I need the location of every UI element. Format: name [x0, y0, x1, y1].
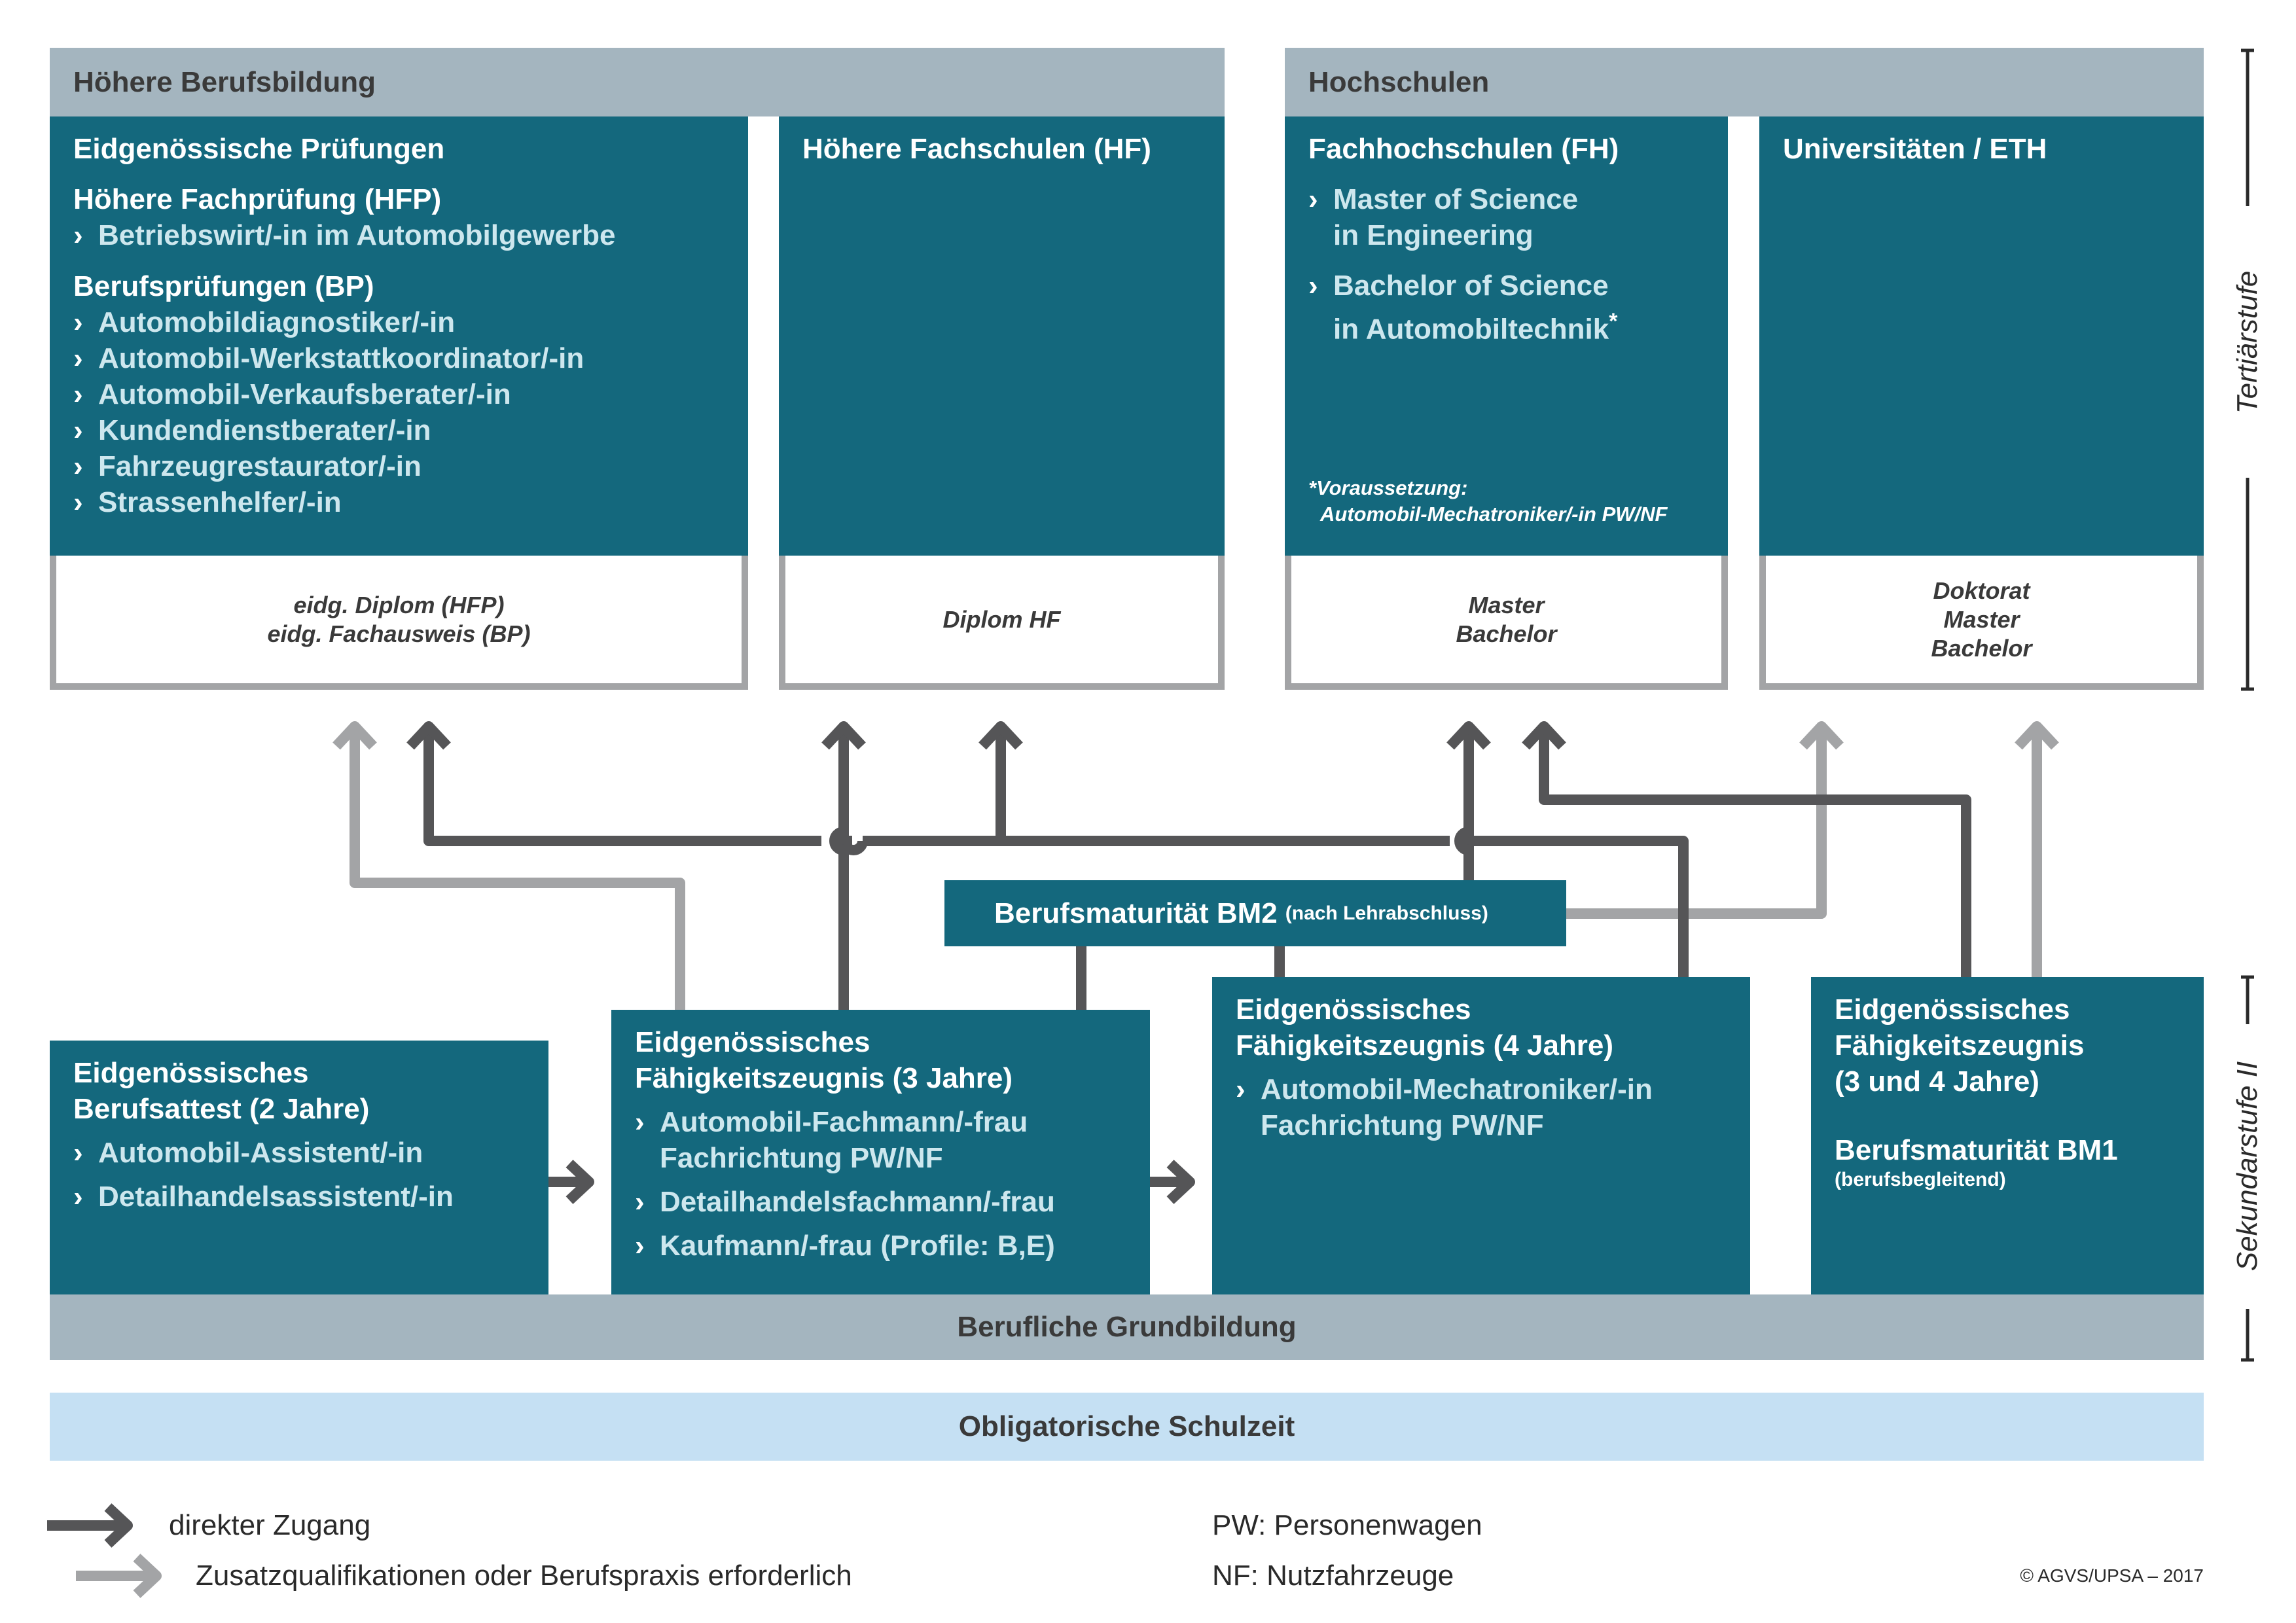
efz34-title: (3 und 4 Jahre)	[1835, 1065, 2039, 1097]
label-tertiaer-wrap: Tertiärstufe	[2117, 271, 2296, 414]
box-eidg-pruefungen: Eidgenössische Prüfungen Höhere Fachprüf…	[50, 116, 748, 556]
box-eba: Eidgenössisches Berufsattest (2 Jahre) ›…	[50, 1041, 548, 1294]
bm1-title: Berufsmaturität BM1	[1835, 1134, 2118, 1166]
efz34-title: Fähigkeitszeugnis	[1835, 1029, 2085, 1061]
arrowhead-bp	[406, 721, 451, 750]
bm2-suffix: (nach Lehrabschluss)	[1285, 902, 1488, 924]
label-sekundar-wrap: Sekundarstufe II	[2117, 1061, 2296, 1271]
arrowhead-hf1	[821, 721, 866, 750]
eba-item: ›Detailhandelsassistent/-in	[73, 1181, 454, 1213]
efz3-item: ›Kaufmann/-frau (Profile: B,E)	[635, 1230, 1055, 1262]
legend-additional: Zusatzqualifikationen oder Berufspraxis …	[196, 1560, 852, 1592]
grundbildung-label: Berufliche Grundbildung	[957, 1311, 1297, 1343]
diploma-line: eidg. Fachausweis (BP)	[267, 620, 531, 647]
bracket-sek-top	[2241, 975, 2254, 1024]
efz4-title: Eidgenössisches	[1236, 993, 1471, 1026]
efz3-title: Eidgenössisches	[635, 1026, 870, 1058]
hfp-title: Höhere Fachprüfung (HFP)	[73, 183, 442, 215]
diploma-line: Bachelor	[1931, 634, 2032, 662]
box-efz-bm1: Eidgenössisches Fähigkeitszeugnis (3 und…	[1811, 977, 2204, 1294]
diploma-fh: Master Bachelor	[1285, 556, 1728, 690]
legend-direct: direkter Zugang	[169, 1509, 371, 1541]
arrow-hline-left	[423, 726, 821, 846]
arrowhead-hf2	[978, 721, 1023, 750]
arrowhead-uni1	[1799, 721, 1844, 750]
efz3-item: ›Detailhandelsfachmann/-frau	[635, 1186, 1055, 1218]
eba-item: ›Automobil-Assistent/-in	[73, 1137, 423, 1169]
legend-nf: NF: Nutzfahrzeuge	[1212, 1560, 1454, 1592]
bp-title: Berufsprüfungen (BP)	[73, 270, 374, 302]
diploma-line: Doktorat	[1933, 577, 2030, 604]
hfp-item: ›Betriebswirt/-in im Automobilgewerbe	[73, 219, 616, 251]
diploma-line: Master	[1943, 605, 2020, 633]
label-tertiaerstufe: Tertiärstufe	[2231, 270, 2263, 414]
arrowhead-bp-light	[332, 721, 377, 750]
diploma-line: Bachelor	[1456, 620, 1557, 647]
label-sekundarstufe: Sekundarstufe II	[2231, 1061, 2263, 1272]
box-efz-4: Eidgenössisches Fähigkeitszeugnis (4 Jah…	[1212, 977, 1750, 1294]
fh-note-line: Automobil-Mechatroniker/-in PW/NF	[1320, 503, 1668, 526]
bar-obligatorische-schulzeit: Obligatorische Schulzeit	[50, 1393, 2204, 1461]
bp-item: ›Fahrzeugrestaurator/-in	[73, 450, 422, 482]
bp-item: ›Strassenhelfer/-in	[73, 486, 342, 518]
arrowhead-efz4	[1166, 1160, 1195, 1204]
efz4-title: Fähigkeitszeugnis (4 Jahre)	[1236, 1029, 1614, 1061]
diploma-hf: Diplom HF	[779, 556, 1225, 690]
box-efz-3: Eidgenössisches Fähigkeitszeugnis (3 Jah…	[611, 1010, 1150, 1294]
bar-berufliche-grundbildung: Berufliche Grundbildung	[50, 1294, 2204, 1360]
copyright: © AGVS/UPSA – 2017	[2020, 1565, 2204, 1586]
diploma-eidg: eidg. Diplom (HFP) eidg. Fachausweis (BP…	[50, 556, 748, 690]
arrow-efz34-to-fh	[1539, 726, 1971, 977]
eba-title: Berufsattest (2 Jahre)	[73, 1093, 370, 1125]
schulzeit-label: Obligatorische Schulzeit	[958, 1410, 1295, 1442]
box-bm2: Berufsmaturität BM2 (nach Lehrabschluss)	[944, 880, 1566, 946]
arrowhead-efz3	[565, 1160, 594, 1204]
arrow-hline-right2	[1468, 836, 1689, 977]
fh-title: Fachhochschulen (FH)	[1308, 133, 1619, 165]
header-hoehere-berufsbildung: Höhere Berufsbildung	[50, 48, 1225, 116]
diploma-uni: Doktorat Master Bachelor	[1759, 556, 2204, 690]
arrowhead-fh1	[1446, 721, 1491, 750]
legend-pw: PW: Personenwagen	[1212, 1509, 1482, 1541]
eba-title: Eidgenössisches	[73, 1057, 309, 1089]
arrowhead-uni2	[2015, 721, 2059, 750]
arrow-bm2-to-uni	[1566, 726, 1827, 919]
arrow-efz3-to-bp	[350, 726, 685, 1011]
bracket-tertiaer-bottom	[2241, 478, 2254, 691]
bp-item: ›Automobil-Werkstattkoordinator/-in	[73, 342, 584, 374]
legend-light-head	[133, 1554, 162, 1598]
bracket-sek-bottom	[2241, 1309, 2254, 1362]
header-hochschulen: Hochschulen	[1285, 48, 2204, 116]
bp-item: ›Automobil-Verkaufsberater/-in	[73, 378, 511, 410]
bracket-tertiaer-top	[2241, 48, 2254, 206]
diploma-line: Master	[1468, 591, 1545, 618]
bp-item: ›Automobildiagnostiker/-in	[73, 306, 456, 338]
eidg-pruefungen-title: Eidgenössische Prüfungen	[73, 133, 445, 165]
bp-item: ›Kundendienstberater/-in	[73, 414, 431, 446]
diploma-line: Diplom HF	[942, 605, 1061, 633]
bm1-subtitle: (berufsbegleitend)	[1835, 1169, 2006, 1190]
fh-note: *Voraussetzung: Automobil-Mechatroniker/…	[1308, 475, 1667, 527]
legend-dark-head	[104, 1503, 133, 1548]
arrowhead-fh2	[1522, 721, 1566, 750]
hf-title: Höhere Fachschulen (HF)	[802, 133, 1151, 165]
uni-title: Universitäten / ETH	[1783, 133, 2047, 165]
efz34-title: Eidgenössisches	[1835, 993, 2070, 1026]
diploma-line: eidg. Diplom (HFP)	[293, 591, 505, 618]
efz3-title: Fähigkeitszeugnis (3 Jahre)	[635, 1062, 1013, 1094]
box-universitaeten: Universitäten / ETH	[1759, 116, 2204, 556]
bm2-title: Berufsmaturität BM2	[994, 897, 1278, 929]
box-hoehere-fachschulen: Höhere Fachschulen (HF)	[779, 116, 1225, 556]
fh-note-line: *Voraussetzung:	[1308, 476, 1468, 499]
